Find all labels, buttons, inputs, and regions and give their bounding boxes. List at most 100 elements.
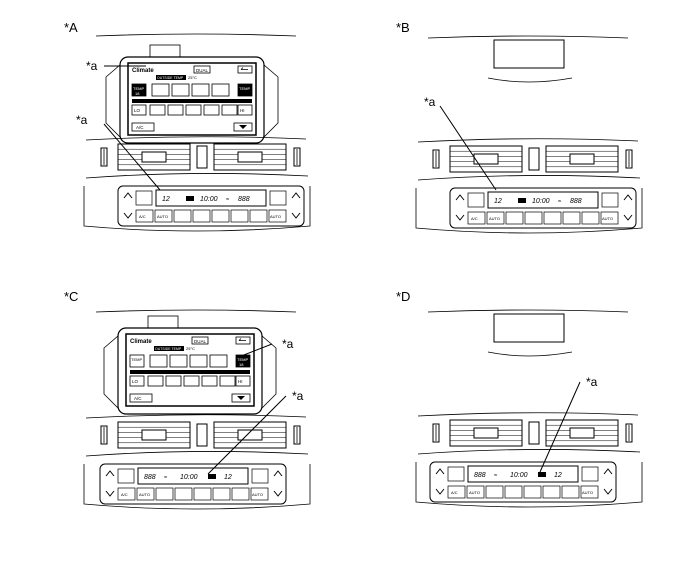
hi-label: HI (238, 379, 243, 384)
airflow-mode-button (171, 83, 190, 97)
seat-button-left (117, 468, 135, 484)
hvac-button (543, 211, 562, 225)
dash-contour (85, 451, 309, 457)
temp-up-left-icon (435, 468, 445, 475)
callout-a-lcd-text: *a (76, 113, 88, 127)
outside-temp-label: OUTSIDE TEMP (157, 76, 184, 80)
hvac-button (562, 211, 581, 225)
temp-down-right-icon (291, 212, 301, 219)
back-arrow-icon (240, 67, 248, 70)
outside-temp-bar (156, 75, 186, 80)
screen-title: Climate (132, 68, 154, 74)
auto-button-label: AUTO (469, 490, 480, 495)
ac-button-label: A/C (121, 492, 128, 497)
center-switch (196, 145, 208, 169)
vent-knob (473, 427, 499, 439)
fan-level-button (221, 104, 238, 116)
auto-button-label: AUTO (270, 214, 281, 219)
lcd-seat-glyph (518, 198, 526, 203)
dash-lower-contour (415, 462, 643, 508)
dash-lower-contour (83, 186, 311, 232)
ac-screen-button (131, 122, 155, 132)
temp-up-left-icon (123, 192, 133, 199)
lo-button (131, 104, 147, 116)
hi-label: HI (240, 108, 245, 113)
hvac-button (117, 487, 136, 501)
outside-temp-value: 25°C (188, 75, 197, 80)
lcd-temperature: 12 (554, 472, 562, 479)
callout-c-screen-leader (235, 343, 273, 359)
temp-up-right-icon (273, 470, 283, 477)
temp-left-value: 18 (135, 91, 140, 96)
air-vent-right (213, 143, 287, 171)
hvac-button (447, 485, 466, 499)
ac-screen-button (129, 393, 153, 403)
hvac-button (231, 487, 250, 501)
lcd-display (487, 191, 599, 209)
airflow-mode-button (189, 354, 208, 368)
hvac-button (467, 211, 486, 225)
lcd-fan-glyph: ≈ (226, 197, 230, 203)
hvac-button (136, 487, 155, 501)
auto-button-label: AUTO (602, 216, 613, 221)
top-contour (95, 309, 297, 313)
airflow-mode-button (211, 83, 230, 97)
lcd-outside-temp: 888 (570, 198, 582, 205)
seat-button-left (447, 466, 465, 482)
lcd-clock: 10:00 (180, 474, 198, 481)
lcd-clock: 10:00 (510, 472, 528, 479)
lcd-seat-glyph (186, 196, 194, 201)
temp-down-left-icon (435, 488, 445, 495)
hvac-button (212, 487, 231, 501)
center-switch (196, 423, 208, 447)
temp-right-button (237, 83, 253, 97)
lcd-outside-temp: 888 (474, 472, 486, 479)
lcd-temperature: 12 (224, 474, 232, 481)
ac-button-label: A/C (471, 216, 478, 221)
airflow-mode-button (209, 354, 228, 368)
auto-button-label: AUTO (582, 490, 593, 495)
hvac-button (174, 487, 193, 501)
ac-screen-label: A/C (136, 125, 144, 130)
vent-knob (237, 151, 263, 163)
lcd-outside-temp: 888 (238, 196, 250, 203)
lcd-fan-glyph: ≈ (558, 199, 562, 205)
back-arrow-icon (238, 338, 246, 341)
lcd-seat-glyph (538, 472, 546, 477)
lo-label: LO (132, 379, 139, 384)
hvac-button (268, 209, 287, 223)
screen-title: Climate (130, 339, 152, 345)
vent-knob (569, 427, 595, 439)
hvac-button (154, 209, 173, 223)
ac-screen-label: A/C (134, 396, 142, 401)
lcd-display (137, 467, 249, 485)
temp-left-button (129, 354, 145, 368)
air-vent-left (117, 421, 191, 449)
outside-temp-label: OUTSIDE TEMP (155, 347, 182, 351)
display-hood (493, 39, 565, 69)
temp-up-right-icon (291, 192, 301, 199)
hvac-button (486, 211, 505, 225)
seat-button-right (601, 192, 619, 208)
lcd-temperature: 12 (162, 196, 170, 203)
outside-temp-value: 25°C (186, 346, 195, 351)
screen-wing-left (105, 64, 121, 138)
dual-button (191, 336, 209, 345)
temp-right-label: TEMP (237, 357, 248, 362)
dual-label: DUAL (194, 339, 207, 344)
dash-contour (417, 412, 639, 417)
temp-down-left-icon (105, 490, 115, 497)
auto-button-label: AUTO (139, 492, 150, 497)
center-switch (528, 147, 540, 171)
fan-level-button (147, 375, 164, 387)
temp-up-left-icon (455, 194, 465, 201)
hvac-button (485, 485, 504, 499)
hvac-button (466, 485, 485, 499)
fan-speed-bar (130, 370, 250, 374)
lo-button (129, 375, 145, 387)
hood-contour (487, 351, 573, 357)
ac-button-label: A/C (451, 490, 458, 495)
